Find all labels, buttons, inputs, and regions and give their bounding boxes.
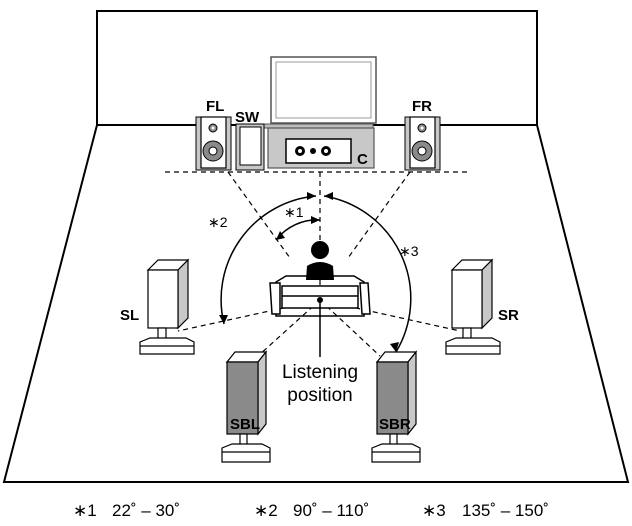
legend-mark-2: ∗2 bbox=[254, 501, 278, 520]
front-right-speaker bbox=[404, 116, 441, 171]
label-subwoofer: SW bbox=[235, 109, 260, 126]
label-surround-back-left: SBL bbox=[230, 416, 260, 433]
legend-range-2: 90˚ – 110˚ bbox=[293, 501, 369, 520]
label-front-left: FL bbox=[206, 98, 224, 115]
front-left-speaker bbox=[195, 116, 232, 171]
sofa bbox=[269, 275, 371, 317]
room-floor bbox=[2, 124, 630, 483]
surround-left-speaker bbox=[139, 258, 195, 355]
angle-legend: ∗1 22˚ – 30˚ ∗2 90˚ – 110˚ ∗3 135˚ – 150… bbox=[73, 501, 549, 520]
sight-lines bbox=[177, 171, 461, 357]
arc-3 bbox=[323, 195, 412, 353]
surround-back-right-speaker bbox=[371, 350, 421, 463]
surround-back-left-speaker bbox=[221, 350, 271, 463]
arc-arrowheads bbox=[219, 192, 399, 352]
surround-right-speaker bbox=[445, 258, 501, 355]
angle-label-3: ∗3 bbox=[399, 243, 419, 259]
center-speaker-group bbox=[267, 127, 375, 169]
tv bbox=[263, 56, 377, 129]
subwoofer bbox=[235, 123, 265, 171]
legend-mark-3: ∗3 bbox=[422, 501, 446, 520]
angle-label-1: ∗1 bbox=[284, 204, 304, 220]
listening-position-label-line1: Listening bbox=[282, 362, 358, 383]
arc-2 bbox=[220, 195, 317, 325]
label-center: C bbox=[357, 151, 368, 168]
label-surround-right: SR bbox=[498, 307, 519, 324]
listener bbox=[306, 241, 334, 280]
legend-range-3: 135˚ – 150˚ bbox=[462, 501, 549, 520]
legend-mark-1: ∗1 bbox=[73, 501, 97, 520]
listening-position-label-line2: position bbox=[287, 385, 353, 406]
legend-range-1: 22˚ – 30˚ bbox=[112, 501, 180, 520]
label-front-right: FR bbox=[412, 98, 432, 115]
angle-label-2: ∗2 bbox=[208, 214, 228, 230]
label-surround-left: SL bbox=[120, 307, 139, 324]
label-surround-back-right: SBR bbox=[379, 416, 411, 433]
